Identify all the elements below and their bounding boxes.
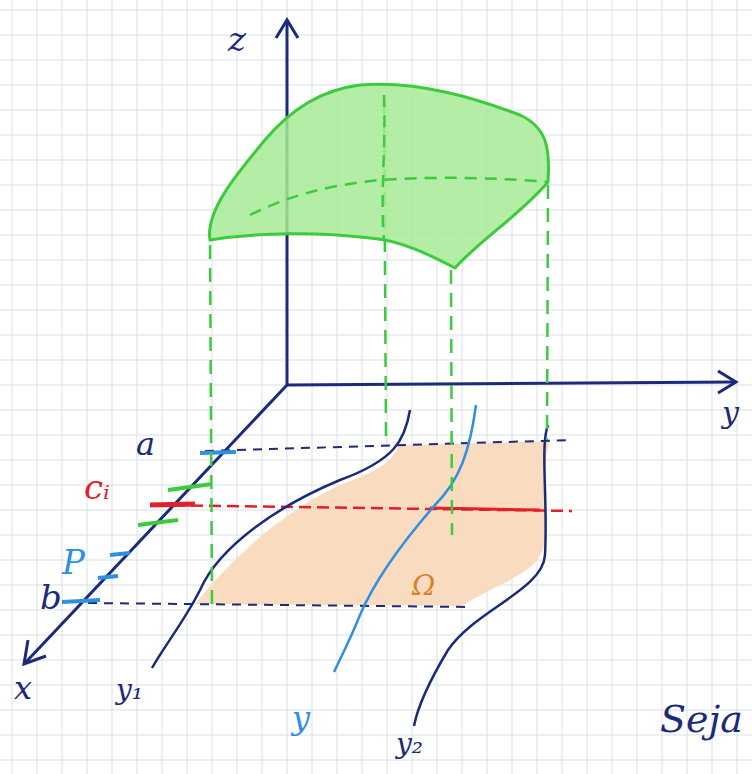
grid-line	[0, 710, 752, 711]
grid-line	[0, 610, 752, 611]
grid-line	[87, 0, 88, 774]
grid-line	[137, 0, 138, 774]
grid-line	[187, 0, 188, 774]
a-line	[205, 440, 572, 451]
grid-line	[0, 260, 752, 261]
grid-line	[0, 35, 752, 36]
grid-line	[0, 310, 752, 311]
grid-line	[0, 10, 752, 11]
grid-line	[0, 460, 752, 461]
note-text: Seja	[660, 700, 743, 738]
curve-label: y	[292, 702, 310, 734]
point-label: cᵢ	[84, 470, 110, 504]
tick	[150, 504, 195, 505]
grid-line	[62, 0, 63, 774]
axis-label: y	[722, 398, 739, 428]
grid-line	[0, 360, 752, 361]
grid-line	[0, 60, 752, 61]
curve-label: y₁	[116, 676, 143, 704]
grid-line	[0, 285, 752, 286]
grid-line	[0, 410, 752, 411]
curve-y1	[152, 410, 410, 668]
grid-line	[112, 0, 113, 774]
partition-label: P	[62, 545, 85, 579]
grid-line	[737, 0, 738, 774]
grid-line	[562, 0, 563, 774]
grid-line	[587, 0, 588, 774]
y-axis	[287, 382, 735, 385]
x-axis	[26, 385, 287, 662]
grid-line	[712, 0, 713, 774]
grid-line	[687, 0, 688, 774]
grid-line	[12, 0, 13, 774]
surface	[210, 84, 549, 268]
tick	[138, 484, 212, 525]
arrowhead	[718, 371, 736, 393]
tick	[200, 452, 236, 453]
grid-line	[662, 0, 663, 774]
grid-line	[237, 0, 238, 774]
grid-line	[612, 0, 613, 774]
curve-y	[334, 405, 476, 672]
grid-line	[0, 760, 752, 761]
region-label: Ω	[412, 572, 435, 600]
axis-label: x	[14, 672, 32, 704]
grid-line	[0, 435, 752, 436]
grid-line	[0, 635, 752, 636]
grid-line	[0, 660, 752, 661]
arrowhead	[276, 20, 298, 38]
ci-line	[155, 505, 572, 511]
bound-label: b	[40, 580, 62, 614]
axis-label: z	[228, 22, 246, 56]
grid-line	[0, 735, 752, 736]
arrowhead	[24, 640, 46, 664]
grid-line	[637, 0, 638, 774]
b-line	[88, 603, 470, 607]
grid-line	[262, 0, 263, 774]
grid-line	[0, 335, 752, 336]
ci-segment	[430, 508, 540, 510]
grid-line	[537, 0, 538, 774]
surface-dashed	[250, 95, 548, 240]
bound-label: a	[136, 428, 155, 460]
grid-line	[0, 685, 752, 686]
grid-line	[162, 0, 163, 774]
curve-label: y₂	[396, 730, 423, 758]
